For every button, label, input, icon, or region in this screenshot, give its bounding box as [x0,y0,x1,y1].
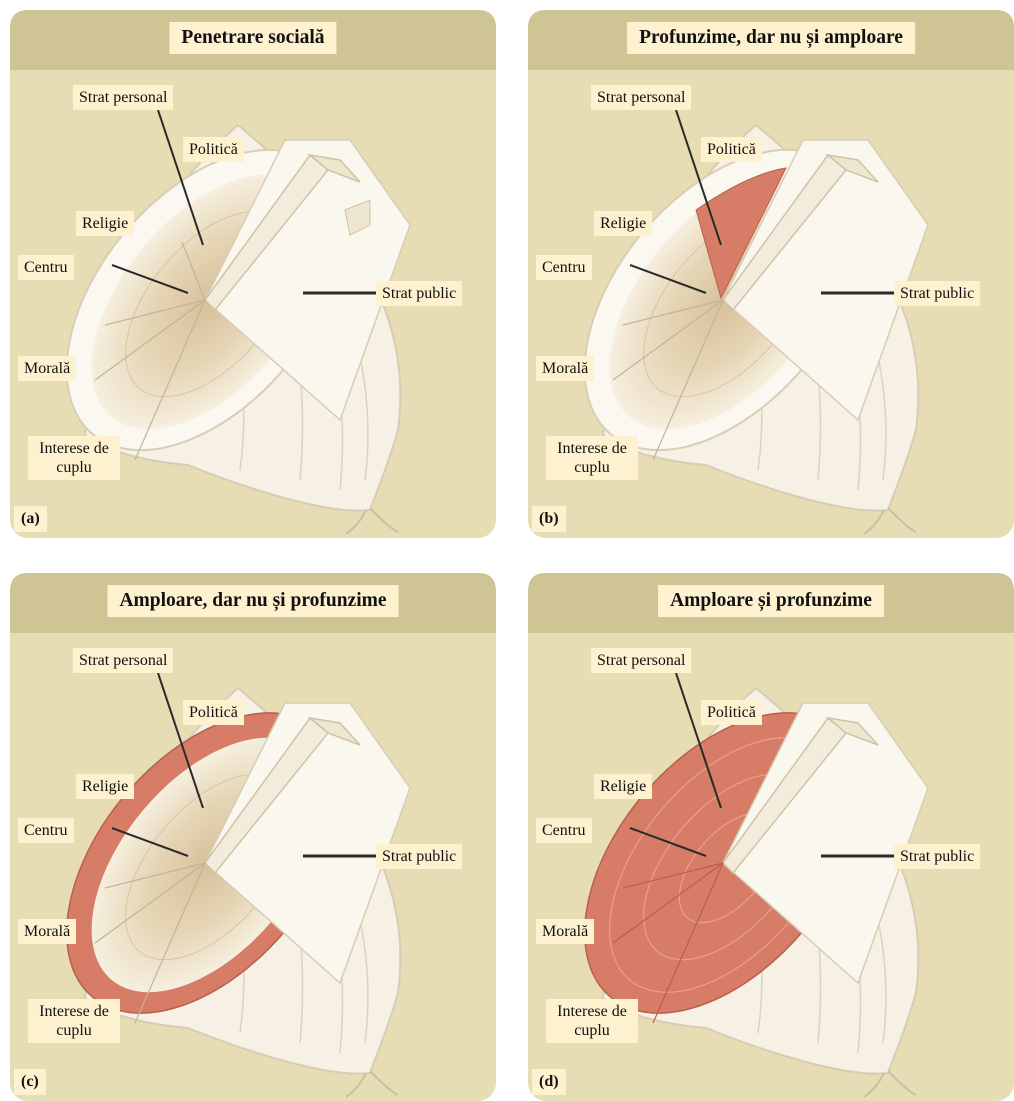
label-strat-public: Strat public [376,844,462,869]
label-interese-de-cuplu: Interese de cuplu [28,436,120,480]
label-centru: Centru [536,818,592,843]
label-morala: Morală [536,356,594,381]
panel-title: Amploare, dar nu și profunzime [107,585,398,617]
panel-title: Penetrare socială [169,22,336,54]
panel-b: Profunzime, dar nu și amploare Strat per… [528,10,1014,538]
label-centru: Centru [18,255,74,280]
label-centru: Centru [536,255,592,280]
label-strat-public: Strat public [894,844,980,869]
label-interese-de-cuplu: Interese de cuplu [546,999,638,1043]
label-interese-de-cuplu: Interese de cuplu [28,999,120,1043]
label-religie: Religie [76,211,134,236]
panel-title: Profunzime, dar nu și amploare [627,22,915,54]
label-morala: Morală [18,356,76,381]
panel-letter: (c) [14,1069,46,1095]
label-strat-public: Strat public [894,281,980,306]
label-religie: Religie [594,774,652,799]
label-morala: Morală [18,919,76,944]
label-centru: Centru [18,818,74,843]
panel-letter: (d) [532,1069,566,1095]
label-strat-personal: Strat personal [73,648,173,673]
label-politica: Politică [701,700,762,725]
label-strat-personal: Strat personal [591,85,691,110]
label-religie: Religie [76,774,134,799]
label-politica: Politică [183,137,244,162]
label-strat-public: Strat public [376,281,462,306]
label-strat-personal: Strat personal [591,648,691,673]
label-strat-personal: Strat personal [73,85,173,110]
label-interese-de-cuplu: Interese de cuplu [546,436,638,480]
panel-c: Amploare, dar nu și profunzime Strat per… [10,573,496,1101]
panel-letter: (a) [14,506,47,532]
panel-d: Amploare și profunzime Strat personal Po… [528,573,1014,1101]
label-religie: Religie [594,211,652,236]
panel-a: Penetrare socială Strat personal Politic… [10,10,496,538]
panel-letter: (b) [532,506,566,532]
label-politica: Politică [701,137,762,162]
panel-title: Amploare și profunzime [658,585,884,617]
label-politica: Politică [183,700,244,725]
label-morala: Morală [536,919,594,944]
